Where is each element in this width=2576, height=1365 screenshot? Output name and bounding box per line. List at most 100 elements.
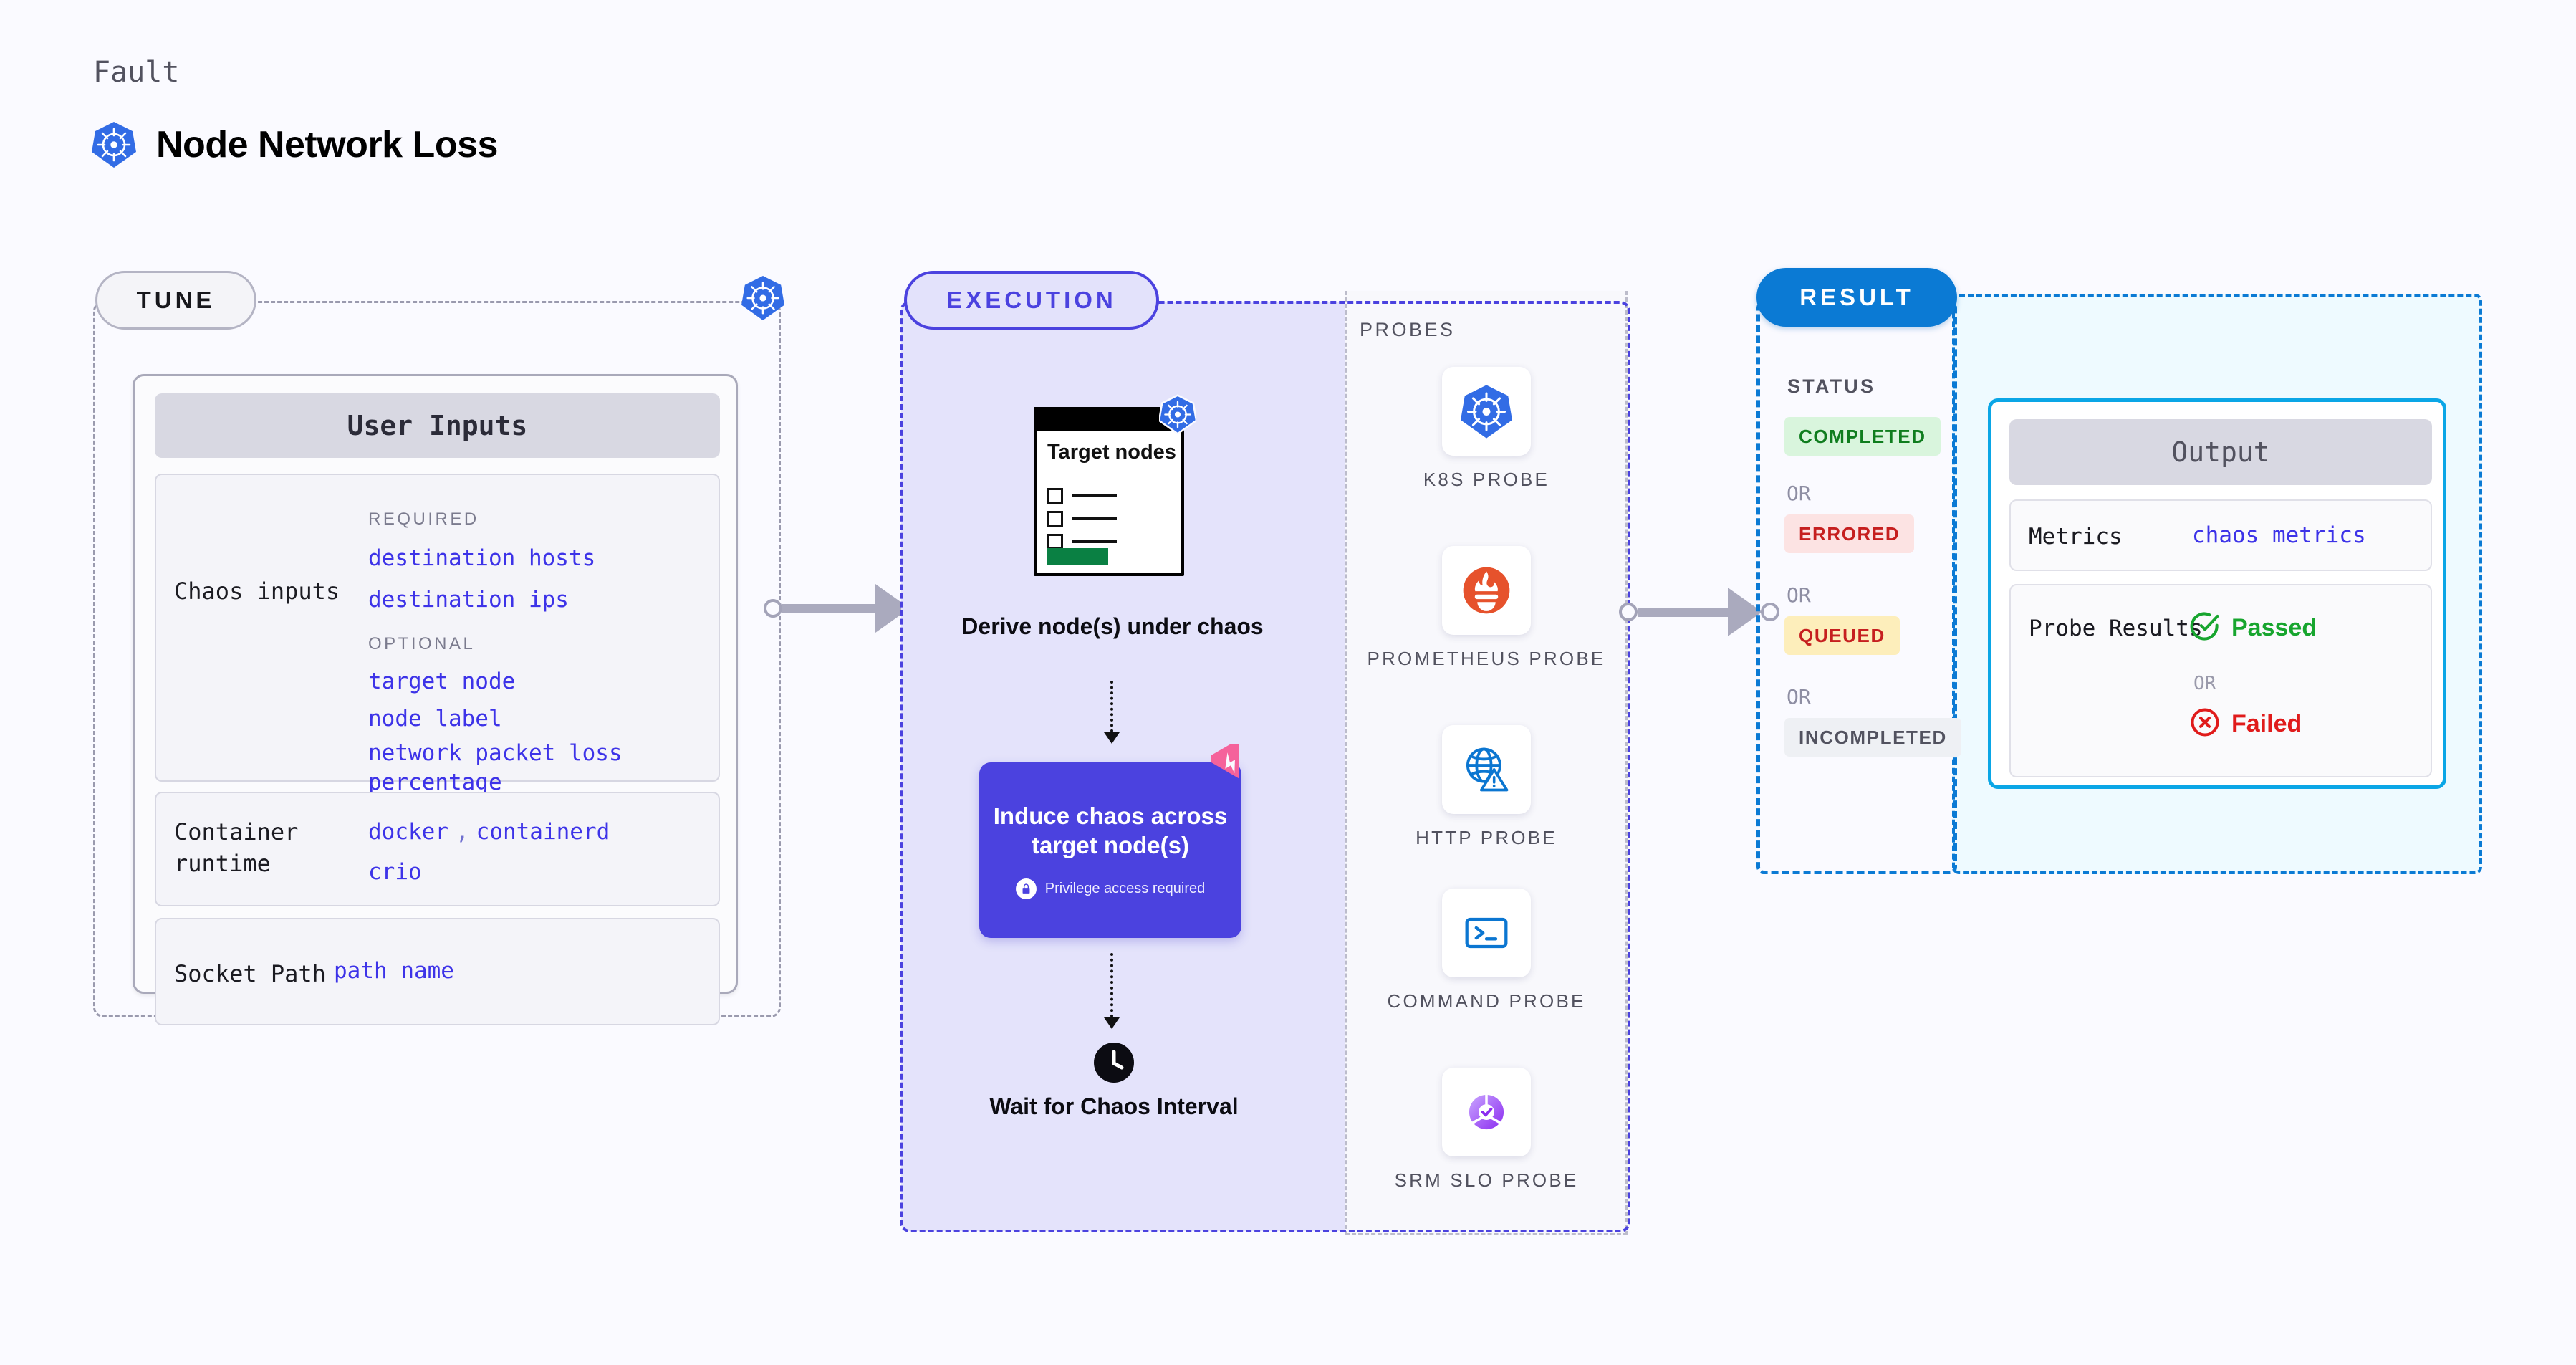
kubernetes-icon — [1461, 384, 1512, 439]
chaos-inputs-row: Chaos inputs REQUIRED destination hosts … — [155, 474, 720, 832]
status-or-3: OR — [1787, 685, 1811, 709]
probes-label: PROBES — [1360, 319, 1456, 340]
document-list-item — [1047, 534, 1117, 550]
probe-label: SRM SLO PROBE — [1394, 1169, 1579, 1191]
connector-line — [782, 603, 877, 613]
kubernetes-icon — [1158, 394, 1198, 438]
flow-connector-line — [1110, 681, 1113, 732]
required-heading: REQUIRED — [368, 509, 479, 529]
srm-slo-icon — [1469, 1094, 1504, 1130]
page-eyebrow: Fault — [93, 56, 180, 89]
document-list-item — [1047, 511, 1117, 527]
induce-chaos-step: Induce chaos across target node(s) Privi… — [979, 762, 1241, 938]
terminal-icon — [1465, 917, 1508, 949]
page-title-row: Node Network Loss — [92, 120, 498, 169]
page-title: Node Network Loss — [156, 124, 498, 166]
probe-item-prometheus[interactable]: PROMETHEUS PROBE — [1345, 546, 1628, 671]
chaos-inputs-label: Chaos inputs — [174, 578, 340, 605]
runtime-docker[interactable]: docker — [368, 819, 448, 845]
target-nodes-document: Target nodes — [1034, 394, 1198, 576]
connector-execution-to-result — [1619, 588, 1779, 636]
socket-path-row: Socket Path path name — [155, 918, 720, 1025]
flow-connector-line — [1110, 953, 1113, 1017]
http-globe-icon — [1466, 747, 1509, 792]
kubernetes-icon — [92, 120, 136, 169]
input-node-label[interactable]: node label — [368, 706, 502, 732]
status-badge-incompleted: INCOMPLETED — [1784, 718, 1961, 757]
step-caption-induce-chaos: Induce chaos across target node(s) — [993, 803, 1228, 858]
status-or-1: OR — [1787, 482, 1811, 505]
check-circle-icon — [2190, 611, 2220, 644]
connector-dot — [764, 599, 782, 618]
probe-tile — [1442, 367, 1531, 456]
clock-icon — [1094, 1043, 1134, 1086]
container-runtime-label: Container runtime — [174, 818, 299, 877]
document-progress-bar — [1047, 548, 1108, 565]
status-badge-errored: ERRORED — [1784, 514, 1915, 553]
tune-panel-tag: TUNE — [95, 271, 256, 330]
probe-item-command[interactable]: COMMAND PROBE — [1345, 889, 1628, 1013]
status-or-2: OR — [1787, 583, 1811, 607]
output-title: Output — [2009, 419, 2432, 485]
optional-heading: OPTIONAL — [368, 634, 476, 653]
litmus-logo-icon — [1208, 742, 1251, 787]
flow-connector-arrow — [1104, 1017, 1120, 1029]
metrics-value[interactable]: chaos metrics — [2192, 522, 2366, 548]
probe-tile — [1442, 546, 1531, 635]
runtime-separator: , — [455, 819, 469, 845]
container-runtime-row: Container runtime docker , containerd cr… — [155, 792, 720, 906]
metrics-label: Metrics — [2029, 524, 2123, 550]
probe-tile — [1442, 889, 1531, 977]
probe-label: HTTP PROBE — [1416, 827, 1557, 848]
probe-item-http[interactable]: HTTP PROBE — [1345, 725, 1628, 850]
failed-text: Failed — [2231, 709, 2302, 737]
connector-dot — [1761, 603, 1779, 621]
socket-path-label: Socket Path — [174, 960, 326, 987]
lock-icon — [1015, 878, 1037, 899]
document-body: Target nodes — [1034, 407, 1184, 576]
probe-item-k8s[interactable]: K8S PROBE — [1345, 367, 1628, 492]
execution-panel — [900, 301, 1630, 1232]
list-line — [1072, 494, 1117, 497]
privilege-text: Privilege access required — [1044, 881, 1206, 896]
probe-item-srm-slo[interactable]: SRM SLO PROBE — [1345, 1068, 1628, 1192]
user-inputs-card: User Inputs Chaos inputs REQUIRED destin… — [133, 374, 738, 1025]
result-panel-tag: RESULT — [1756, 268, 1957, 327]
list-line — [1072, 517, 1117, 520]
privilege-notice: Privilege access required — [1015, 878, 1206, 899]
runtime-crio[interactable]: crio — [368, 859, 422, 885]
probe-label: COMMAND PROBE — [1387, 990, 1586, 1012]
probe-label: PROMETHEUS PROBE — [1367, 648, 1606, 669]
runtime-containerd[interactable]: containerd — [476, 819, 610, 845]
output-card: Output Metrics chaos metrics Probe Resul… — [1988, 398, 2446, 789]
x-circle-icon — [2190, 707, 2220, 740]
probe-result-passed: Passed — [2190, 611, 2317, 644]
document-title: Target nodes — [1047, 441, 1176, 464]
checkbox-icon — [1047, 511, 1063, 527]
status-badge-queued: QUEUED — [1784, 616, 1900, 655]
input-network-packet-loss-percentage[interactable]: network packet loss percentage — [368, 740, 623, 795]
probe-label: K8S PROBE — [1423, 469, 1550, 490]
checkbox-icon — [1047, 488, 1063, 504]
status-label: STATUS — [1787, 375, 1876, 397]
connector-dot — [1619, 603, 1638, 621]
socket-path-value[interactable]: path name — [334, 958, 454, 984]
step-caption-derive-nodes: Derive node(s) under chaos — [961, 613, 1264, 639]
probe-results-row: Probe Results Passed OR — [2009, 584, 2432, 777]
probe-result-or: OR — [2193, 673, 2216, 694]
checkbox-icon — [1047, 534, 1063, 550]
passed-text: Passed — [2231, 613, 2317, 641]
input-target-node[interactable]: target node — [368, 669, 516, 694]
document-list-item — [1047, 488, 1117, 504]
connector-line — [1638, 607, 1729, 617]
metrics-row: Metrics chaos metrics — [2009, 499, 2432, 571]
list-line — [1072, 540, 1117, 543]
input-destination-ips[interactable]: destination ips — [368, 587, 569, 613]
status-badge-completed: COMPLETED — [1784, 417, 1941, 456]
step-caption-wait-interval: Wait for Chaos Interval — [989, 1093, 1239, 1119]
probe-result-failed: Failed — [2190, 707, 2302, 740]
input-destination-hosts[interactable]: destination hosts — [368, 545, 596, 571]
probe-tile — [1442, 725, 1531, 814]
probe-tile — [1442, 1068, 1531, 1156]
